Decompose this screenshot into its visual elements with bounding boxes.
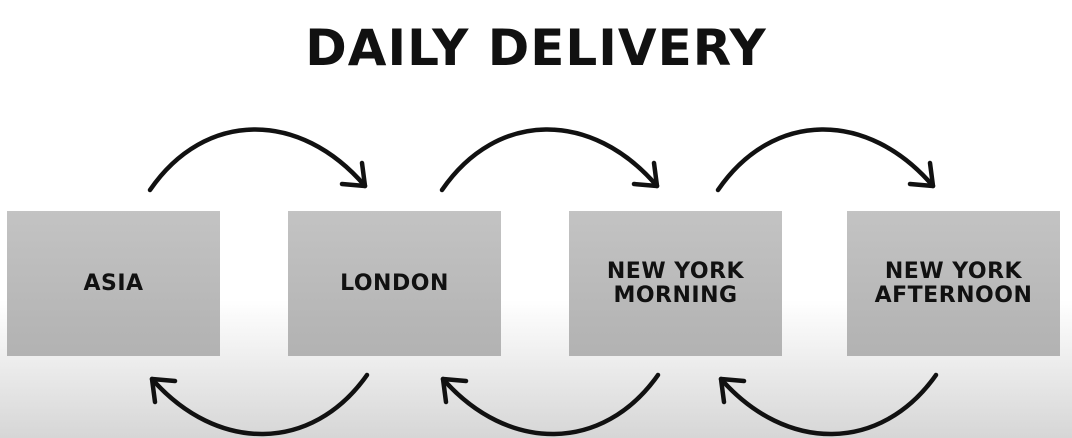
stage-box-asia: ASIA [7,211,220,356]
stage-label: ASIA [83,270,144,296]
stage-label: NEW YORK AFTERNOON [874,258,1033,308]
stage-box-new-york-afternoon: NEW YORK AFTERNOON [847,211,1060,356]
stage-box-london: LONDON [288,211,501,356]
forward-arrow-asia-london [147,127,368,193]
forward-arrow-london-nymorning [439,127,660,193]
forward-arrow-nymorning-nyafternoon [715,127,936,193]
diagram-title: DAILY DELIVERY [305,19,767,77]
stage-label: LONDON [340,270,449,296]
stage-label: NEW YORK MORNING [606,258,745,308]
return-arrow-nyafternoon-nymorning [718,372,939,437]
return-arrow-nymorning-london [440,372,661,437]
return-arrow-london-asia [149,372,370,437]
stage-box-new-york-morning: NEW YORK MORNING [569,211,782,356]
